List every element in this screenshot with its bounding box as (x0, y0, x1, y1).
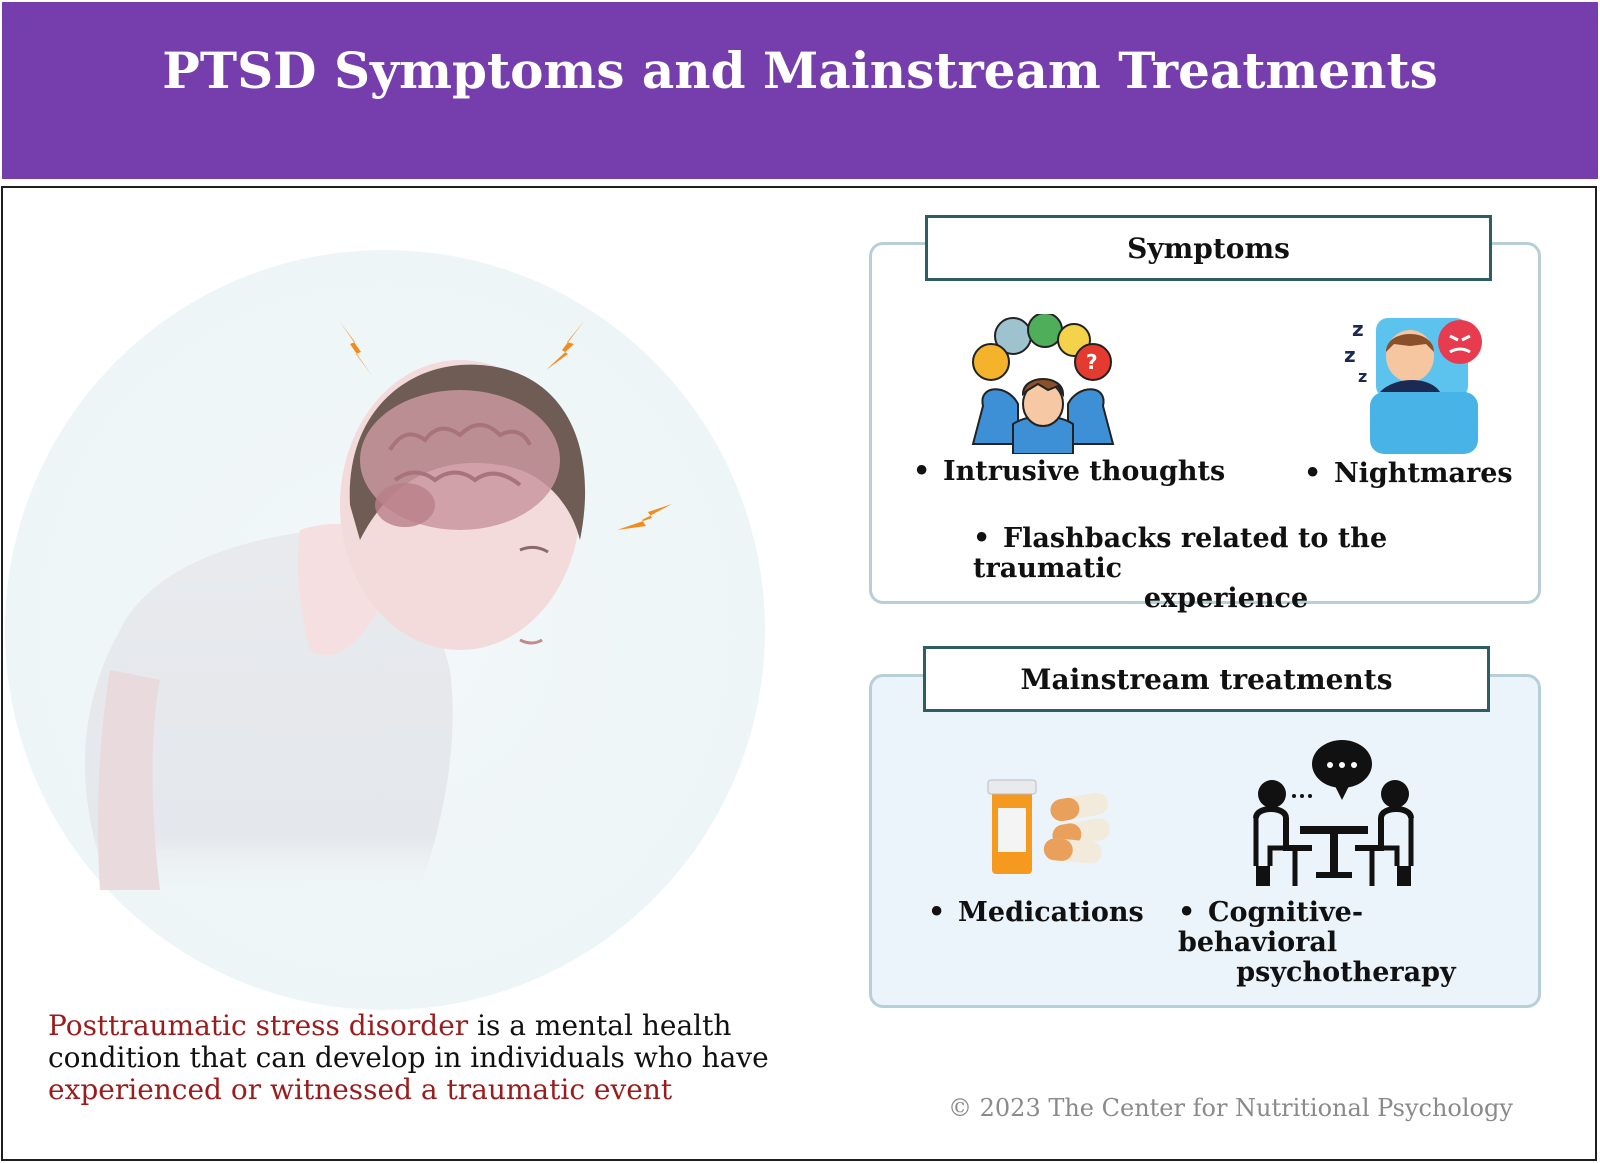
bullet-icon: • (913, 456, 931, 487)
caption-highlight-term: Posttraumatic stress disorder (48, 1009, 469, 1042)
worried-person-icon: ? (971, 314, 1115, 454)
symptom-nightmares: • Nightmares (1304, 459, 1513, 489)
symptom-flashbacks: •Flashbacks related to the traumatic exp… (973, 524, 1473, 614)
bullet-icon: • (1178, 897, 1196, 928)
treatments-panel (869, 674, 1541, 1008)
caption-highlight-event: experienced or witnessed a traumatic eve… (48, 1073, 673, 1106)
svg-text:?: ? (1086, 350, 1098, 374)
treatment-label-line2: psychotherapy (1236, 957, 1456, 988)
page-title: PTSD Symptoms and Mainstream Treatments (162, 41, 1438, 100)
symptom-label: Intrusive thoughts (943, 456, 1226, 487)
treatment-medications: • Medications (928, 898, 1144, 928)
copyright-notice: © 2023 The Center for Nutritional Psycho… (948, 1094, 1513, 1122)
svg-text:z: z (1358, 367, 1367, 386)
treatment-label: Medications (958, 897, 1144, 928)
ptsd-definition: Posttraumatic stress disorder is a menta… (48, 1010, 868, 1106)
sleeping-person-icon: z z z (1344, 318, 1482, 454)
distressed-person-brain-icon (5, 250, 765, 1010)
bullet-icon: • (1304, 458, 1322, 489)
treatments-title: Mainstream treatments (923, 646, 1490, 712)
treatment-cbt: •Cognitive-behavioral psychotherapy (1178, 898, 1498, 988)
symptom-intrusive-thoughts: • Intrusive thoughts (913, 457, 1225, 487)
symptom-label: Nightmares (1334, 458, 1513, 489)
symptom-label-line2: experience (1143, 583, 1309, 614)
caption-body: is a mental health condition that can de… (48, 1009, 769, 1074)
symptom-label: Flashbacks related to the traumatic (973, 523, 1388, 584)
pill-bottle-icon (987, 779, 1110, 874)
symptoms-title: Symptoms (925, 215, 1492, 281)
treatment-label: Cognitive-behavioral (1178, 897, 1364, 958)
therapy-session-icon (1253, 740, 1414, 886)
svg-text:z: z (1352, 318, 1364, 341)
bullet-icon: • (928, 897, 946, 928)
svg-text:z: z (1344, 343, 1356, 367)
bullet-icon: • (973, 523, 991, 554)
header-banner: PTSD Symptoms and Mainstream Treatments (2, 2, 1598, 179)
